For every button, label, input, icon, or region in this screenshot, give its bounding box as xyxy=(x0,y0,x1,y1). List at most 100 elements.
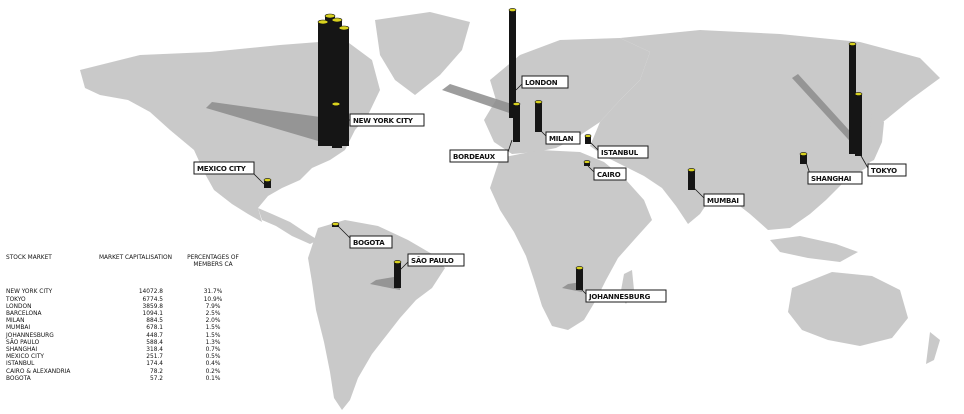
leader-tokyo xyxy=(859,153,869,169)
bar-milan xyxy=(535,102,542,132)
label-tokyo: TOKYO xyxy=(867,163,907,177)
label-bordeaux-text: BORDEAUX xyxy=(453,153,496,161)
label-london: LONDON xyxy=(521,75,569,89)
cell-cap: 318.4 xyxy=(146,345,163,354)
cap-mumbai xyxy=(687,168,696,172)
leader-milan xyxy=(539,129,547,137)
cap-tokyo-2 xyxy=(854,92,863,96)
cell-market: ISTANBUL xyxy=(6,359,35,368)
leader-bordeaux xyxy=(507,139,513,153)
land-australia xyxy=(788,272,908,346)
bar-johannesburg xyxy=(576,268,583,290)
cap-bordeaux xyxy=(512,102,521,106)
cell-cap: 3859.8 xyxy=(142,301,163,310)
cell-pct: 0.1% xyxy=(205,373,221,382)
label-cairo: CAIRO xyxy=(593,167,627,181)
market-table: STOCK MARKET MARKET CAPITALISATION PERCE… xyxy=(6,253,246,382)
label-mexico-city: MEXICO CITY xyxy=(193,161,255,175)
leader-mexico-city xyxy=(253,173,265,185)
cell-market: MEXICO CITY xyxy=(6,352,44,361)
leader-london xyxy=(515,83,523,91)
cell-pct: 0.7% xyxy=(205,345,221,354)
bar-sao-paulo xyxy=(394,262,401,288)
cap-new-york-2 xyxy=(324,13,336,19)
label-cairo-text: CAIRO xyxy=(597,171,621,179)
table-row: SÃO PAULO 588.4 1.3% xyxy=(6,337,246,346)
leader-johannesburg xyxy=(579,287,587,295)
cap-mexico-city xyxy=(263,178,272,182)
cap-bogota xyxy=(331,222,340,226)
label-shanghai: SHANGHAI xyxy=(807,171,863,185)
cell-pct: 1.5% xyxy=(205,323,221,332)
cell-pct: 7.9% xyxy=(205,301,221,310)
cell-pct: 0.2% xyxy=(205,366,221,375)
cell-cap: 251.7 xyxy=(146,352,163,361)
cell-market: TOKYO xyxy=(6,294,26,303)
label-bogota-text: BOGOTA xyxy=(353,239,385,247)
bar-mexico-city xyxy=(264,180,271,188)
label-mumbai-text: MUMBAI xyxy=(707,197,739,205)
bar-shanghai xyxy=(800,154,807,164)
market-bars xyxy=(263,8,863,290)
label-bordeaux: BORDEAUX xyxy=(449,149,509,163)
label-mexico-city-text: MEXICO CITY xyxy=(197,165,247,173)
market-table-header: STOCK MARKET MARKET CAPITALISATION PERCE… xyxy=(6,253,246,268)
cell-pct: 1.5% xyxy=(205,330,221,339)
bar-mumbai xyxy=(688,170,695,190)
label-new-york: NEW YORK CITY xyxy=(349,113,425,127)
bar-tokyo-2 xyxy=(855,94,862,156)
label-new-york-text: NEW YORK CITY xyxy=(353,117,414,125)
bar-bordeaux xyxy=(513,104,520,142)
land-europe xyxy=(484,38,650,154)
label-london-text: LONDON xyxy=(525,79,558,87)
cap-tokyo-1 xyxy=(848,42,857,46)
shadow-new-york xyxy=(206,102,342,148)
cell-market: BOGOTA xyxy=(6,373,31,382)
land-new-zealand xyxy=(926,332,940,364)
cell-pct: 31.7% xyxy=(203,287,223,296)
label-istanbul-text: ISTANBUL xyxy=(601,149,639,157)
cell-cap: 588.4 xyxy=(146,337,163,346)
cell-pct: 1.3% xyxy=(205,337,221,346)
cell-market: CAIRO & ALEXANDRIA xyxy=(6,366,71,375)
cap-new-york-4 xyxy=(338,25,350,31)
cell-pct: 2.0% xyxy=(205,316,221,325)
cell-cap: 174.4 xyxy=(146,359,163,368)
bar-new-york-2 xyxy=(325,16,335,146)
header-stock-market: STOCK MARKET xyxy=(6,253,52,261)
cell-pct: 2.5% xyxy=(205,309,221,318)
cap-london xyxy=(508,8,517,12)
cell-market: BARCELONA xyxy=(6,309,42,318)
table-row: MEXICO CITY 251.7 0.5% xyxy=(6,353,246,360)
shadow-tokyo xyxy=(792,74,858,150)
label-shanghai-text: SHANGHAI xyxy=(811,175,851,183)
cell-market: SÃO PAULO xyxy=(6,337,40,346)
cell-market: MILAN xyxy=(6,316,25,325)
cap-cairo xyxy=(583,160,591,164)
bar-cairo xyxy=(584,162,590,166)
bar-tokyo-1 xyxy=(849,44,856,154)
header-market-cap: MARKET CAPITALISATION xyxy=(98,253,173,261)
cell-market: JOHANNESBURG xyxy=(6,330,54,339)
label-milan: MILAN xyxy=(545,131,581,145)
shadow-london xyxy=(442,84,518,116)
cell-pct: 0.5% xyxy=(205,352,221,361)
cap-sao-paulo xyxy=(393,260,402,264)
cell-market: MUMBAI xyxy=(6,323,31,332)
cell-pct: 0.4% xyxy=(205,359,221,368)
cell-market: NEW YORK CITY xyxy=(6,287,53,296)
cap-new-york-5 xyxy=(331,101,341,107)
cap-new-york-3 xyxy=(331,17,343,23)
land-greenland xyxy=(375,12,470,95)
land-north-america xyxy=(80,40,380,222)
label-sao-paulo: SÃO PAULO xyxy=(407,253,465,267)
leader-mumbai xyxy=(693,187,705,199)
